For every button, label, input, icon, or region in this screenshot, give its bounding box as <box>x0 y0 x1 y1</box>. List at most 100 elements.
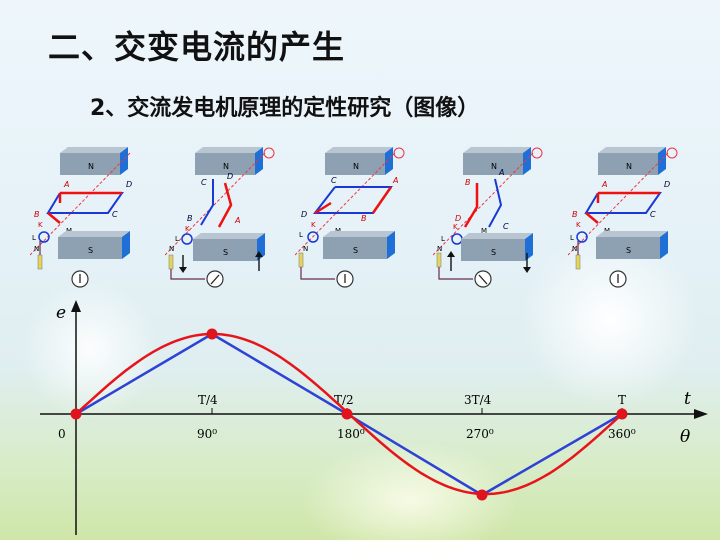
rotation-indicator-icon <box>393 147 405 159</box>
key-point-marker <box>206 328 218 340</box>
theta-tick-label: 360⁰ <box>608 427 636 441</box>
x-axis-arrow-icon <box>694 409 708 419</box>
rotation-indicator-icon <box>531 147 543 159</box>
slip-ring <box>576 231 588 243</box>
bokeh-light <box>520 230 700 410</box>
corner-label: B <box>34 210 40 219</box>
current-arrow-down-icon <box>179 267 187 273</box>
t-axis-label: t <box>684 389 691 409</box>
rotation-axis <box>433 152 534 256</box>
resistor <box>298 252 304 268</box>
pole-label-n: N <box>491 162 497 171</box>
ring-label: M <box>481 227 487 235</box>
corner-label: B <box>572 210 578 219</box>
corner-label: D <box>455 214 461 223</box>
generator-diagram-5: N A D B C K L M N S <box>568 147 678 288</box>
pole-label-s: S <box>88 246 93 255</box>
resistor <box>168 254 174 270</box>
coil-loop <box>46 191 124 224</box>
circuit-wire <box>438 267 473 280</box>
t-tick-label: T/4 <box>198 393 218 407</box>
pole-label-s: S <box>353 246 358 255</box>
brush-label: L <box>441 235 445 243</box>
corner-label: D <box>301 210 307 219</box>
pole-label-n: N <box>353 162 359 171</box>
waveform-graph: e t θ T/4 T/2 3T/4 T 0 90⁰ 180⁰ 270⁰ 360… <box>40 300 708 535</box>
corner-label: A <box>63 180 69 189</box>
corner-label: D <box>664 180 670 189</box>
generator-diagram-3: N C A D B K L M N S <box>295 147 405 288</box>
t-tick-label: T <box>618 393 626 407</box>
corner-label: A <box>234 216 240 225</box>
pole-label-s: S <box>626 246 631 255</box>
rotation-axis <box>165 152 266 256</box>
key-point-marker <box>70 408 82 420</box>
slip-ring <box>451 233 463 245</box>
magnet-south: S <box>596 231 668 259</box>
y-axis-label: e <box>56 303 66 323</box>
slide-subtitle: 2、交流发电机原理的定性研究（图像） <box>90 96 480 121</box>
resistor <box>436 252 442 268</box>
magnet-north: N <box>463 147 531 175</box>
current-arrow-up-icon <box>447 251 455 257</box>
brush-label: L <box>299 231 303 239</box>
slip-ring <box>307 231 319 243</box>
current-arrow-up-icon <box>255 251 263 257</box>
coil-loop <box>312 186 393 215</box>
theta-tick-label: 90⁰ <box>197 427 217 441</box>
current-arrow-down-icon <box>523 267 531 273</box>
magnet-south: S <box>461 233 533 261</box>
rotation-axis <box>295 152 396 256</box>
brush-label: L <box>570 234 574 242</box>
magnet-north: N <box>325 147 393 175</box>
corner-label: C <box>112 210 118 219</box>
rotation-indicator-icon <box>666 147 678 159</box>
corner-label: D <box>227 172 233 181</box>
brush-label: L <box>175 235 179 243</box>
ring-label: N <box>303 245 308 253</box>
generator-diagram-4: N B A D C K L M N S <box>433 147 543 288</box>
bokeh-light <box>20 280 160 420</box>
corner-label: B <box>465 178 471 187</box>
brush-label: K <box>453 223 458 231</box>
key-point-marker <box>476 489 488 501</box>
magnet-north: N <box>195 147 263 175</box>
corner-label: B <box>187 214 193 223</box>
slip-ring <box>38 231 50 243</box>
brush-label: K <box>185 225 190 233</box>
corner-label: C <box>650 210 656 219</box>
slide-title: 二、交变电流的产生 <box>48 28 346 66</box>
rotation-indicator-icon <box>263 147 275 159</box>
key-points <box>70 328 628 501</box>
rotation-axis <box>30 152 131 256</box>
corner-label: C <box>331 176 337 185</box>
coil-loop <box>463 178 503 228</box>
theta-tick-label: 180⁰ <box>337 427 365 441</box>
corner-label: C <box>201 178 207 187</box>
magnet-south: S <box>58 231 130 259</box>
theta-tick-label: 270⁰ <box>466 427 494 441</box>
ring-label: N <box>34 245 39 253</box>
resistor <box>575 254 581 270</box>
pole-label-s: S <box>223 248 228 257</box>
brush-label: L <box>32 234 36 242</box>
theta-tick-label: 0 <box>58 427 66 441</box>
brush-label: K <box>311 221 316 229</box>
slip-ring <box>181 233 193 245</box>
t-tick-label: T/2 <box>334 393 354 407</box>
corner-label: A <box>601 180 607 189</box>
ammeter-needle <box>478 274 488 285</box>
corner-label: D <box>126 180 132 189</box>
key-point-marker <box>616 408 628 420</box>
corner-label: A <box>498 168 504 177</box>
ammeter-needle <box>210 274 220 285</box>
coil-loop <box>584 191 662 224</box>
t-tick-label: 3T/4 <box>464 393 492 407</box>
magnet-south: S <box>323 231 395 259</box>
ring-label: N <box>572 245 577 253</box>
theta-axis-label: θ <box>680 427 690 447</box>
corner-label: C <box>503 222 509 231</box>
circuit-wire <box>170 269 205 280</box>
rotation-axis <box>568 152 669 256</box>
